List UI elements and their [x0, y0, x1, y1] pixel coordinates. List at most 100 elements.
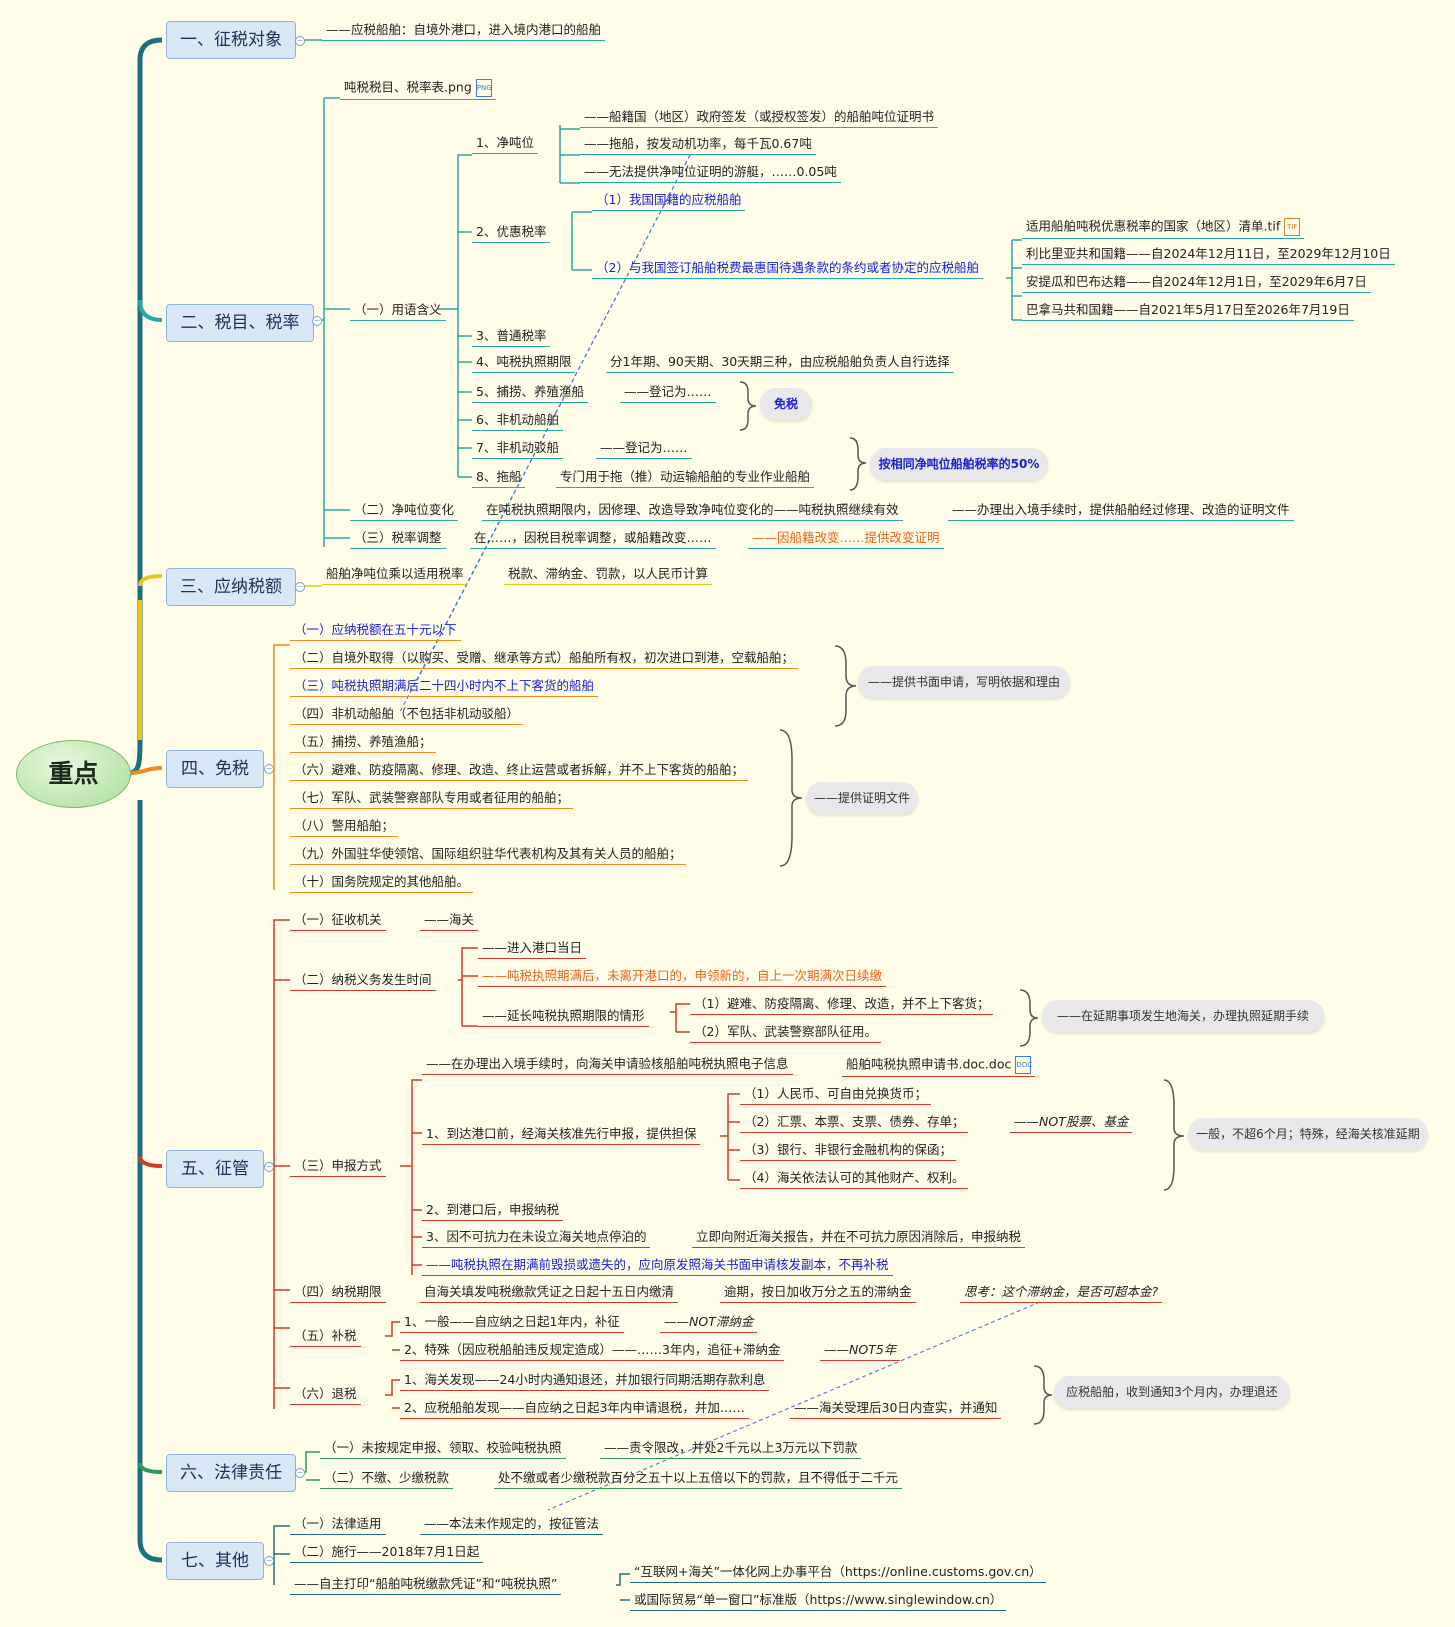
collapse-toggle-icon[interactable]: − — [295, 1468, 305, 1478]
refund-vessel-found[interactable]: 2、应税船舶发现——自应纳之日起3年内申请退税，并加…… — [400, 1398, 749, 1419]
guarantee-cash: （1）人民币、可自由兑换货币； — [740, 1084, 931, 1105]
collection-authority-customs: ——海关 — [420, 910, 479, 931]
guarantee-bank-letter: （3）银行、非银行金融机构的保函； — [740, 1140, 956, 1161]
written-application-bubble: ——提供书面申请，写明依据和理由 — [858, 666, 1070, 698]
supplementary-special[interactable]: 2、特殊（因应税船舶违反规定造成）——……3年内，追征+滞纳金 — [400, 1340, 785, 1361]
net-tonnage-change-rule[interactable]: 在吨税执照期限内，因修理、改造导致净吨位变化的——吨税执照继续有效 — [482, 500, 903, 521]
tax-refund[interactable]: （六）退税 — [290, 1384, 361, 1405]
image-file-icon: PNG — [475, 79, 492, 97]
non-motor-barge[interactable]: 7、非机动驳船 — [472, 438, 563, 459]
collapse-toggle-icon[interactable]: − — [264, 1556, 274, 1566]
single-window-platform: 或国际贸易“单一窗口”标准版（https://www.singlewindow.… — [630, 1590, 1007, 1611]
antigua-validity: 安提瓜和巴布达籍——自2024年12月1日，至2029年6月7日 — [1022, 272, 1371, 293]
exemption-9: （九）外国驻华使领馆、国际组织驻华代表机构及其有关人员的船舶； — [290, 844, 686, 865]
net-tonnage-certificate: ——船籍国（地区）政府签发（或授权签发）的船舶吨位证明书 — [580, 107, 939, 128]
preferential-rate-domestic: （1）我国国籍的应税船舶 — [592, 190, 746, 211]
net-tonnage-change[interactable]: （二）净吨位变化 — [350, 500, 459, 521]
exemption-10: （十）国务院规定的其他船舶。 — [290, 872, 474, 893]
exempt-bubble: 免税 — [760, 388, 812, 420]
liberia-validity: 利比里亚共和国籍——自2024年12月11日，至2029年12月10日 — [1022, 244, 1395, 265]
declaration-before-arrival[interactable]: 1、到达港口前，经海关核准先行申报，提供担保 — [422, 1124, 701, 1145]
root-topic[interactable]: 重点 — [16, 740, 131, 808]
exemption-3: （三）吨税执照期满后二十四小时内不上下客货的船舶 — [290, 676, 599, 697]
collapse-toggle-icon[interactable]: − — [264, 764, 274, 774]
declaration-force-majeure[interactable]: 3、因不可抗力在未设立海关地点停泊的 — [422, 1227, 651, 1248]
net-tonnage-change-proof: ——办理出入境手续时，提供船舶经过修理、改造的证明文件 — [948, 500, 1294, 521]
supplementary-tax[interactable]: （五）补税 — [290, 1326, 361, 1347]
collection-authority[interactable]: （一）征收机关 — [290, 910, 386, 931]
exemption-8: （八）警用船舶； — [290, 816, 399, 837]
rate-table-label: 吨税税目、税率表.png — [344, 79, 472, 95]
tif-file-icon: TIF — [1284, 218, 1301, 236]
net-tonnage-tug: ——拖船，按发动机功率，每千瓦0.67吨 — [580, 134, 816, 155]
liability-license-violation[interactable]: （一）未按规定申报、领取、校验吨税执照 — [320, 1438, 566, 1459]
net-tonnage[interactable]: 1、净吨位 — [472, 133, 538, 154]
rate-adjustment[interactable]: （三）税率调整 — [350, 528, 446, 549]
panama-validity: 巴拿马共和国籍——自2021年5月17日至2026年7月19日 — [1022, 300, 1354, 321]
exemption-5: （五）捕捞、养殖渔船； — [290, 732, 436, 753]
country-list-label: 适用船舶吨税优惠税率的国家（地区）清单.tif — [1026, 218, 1281, 234]
main-topic-tax-payable[interactable]: 三、应纳税额 — [166, 568, 296, 606]
declaration-electronic-check[interactable]: ——在办理出入境手续时，向海关申请验核船舶吨税执照电子信息 — [422, 1054, 793, 1075]
collapse-toggle-icon[interactable]: − — [264, 1162, 274, 1172]
exemption-1: （一）应纳税额在五十元以下 — [290, 620, 461, 641]
effective-date: （二）施行——2018年7月1日起 — [290, 1542, 484, 1563]
liability-unpaid-tax[interactable]: （二）不缴、少缴税款 — [320, 1468, 454, 1489]
taxable-vessel-definition: ——应税船舶：自境外港口，进入境内港口的船舶 — [322, 20, 606, 41]
application-form-label: 船舶吨税执照申请书.doc.doc — [846, 1056, 1012, 1072]
preferential-rate-treaty[interactable]: （2）与我国签订船舶税费最惠国待遇条款的条约或者协定的应税船舶 — [592, 258, 983, 279]
declaration-method[interactable]: （三）申报方式 — [290, 1156, 386, 1177]
payable-formula[interactable]: 船舶净吨位乘以适用税率 — [322, 564, 468, 585]
liability-license-fine: ——责令限改，并处2千元以上3万元以下罚款 — [600, 1438, 862, 1459]
late-fee[interactable]: 逾期，按日加收万分之五的滞纳金 — [720, 1282, 916, 1303]
net-tonnage-yacht: ——无法提供净吨位证明的游艇，……0.05吨 — [580, 162, 841, 183]
doc-file-icon: DOC — [1015, 1056, 1032, 1074]
self-print-receipt[interactable]: ——自主打印“船舶吨税缴款凭证”和“吨税执照” — [290, 1574, 562, 1595]
license-term-options: 分1年期、90天期、30天期三种，由应税船舶负责人自行选择 — [606, 352, 954, 373]
main-topic-legal-liability[interactable]: 六、法律责任 — [166, 1454, 296, 1492]
main-topic-tax-items-rates[interactable]: 二、税目、税率 — [166, 304, 314, 342]
half-rate-bubble: 按相同净吨位船舶税率的50% — [870, 448, 1048, 480]
main-topic-tax-object[interactable]: 一、征税对象 — [166, 21, 296, 59]
force-majeure-report: 立即向附近海关报告，并在不可抗力原因消除后，申报纳税 — [692, 1227, 1026, 1248]
term-definitions[interactable]: （一）用语含义 — [350, 300, 446, 321]
supplementary-general[interactable]: 1、一般——自应纳之日起1年内，补征 — [400, 1312, 624, 1333]
main-topic-others[interactable]: 七、其他 — [166, 1542, 264, 1580]
main-topic-tax-exemption[interactable]: 四、免税 — [166, 750, 264, 788]
exemption-4: （四）非机动船舶（不包括非机动驳船） — [290, 704, 524, 725]
liability-unpaid-fine: 处不缴或者少缴税款百分之五十以上五倍以下的罚款，且不得低于二千元 — [494, 1468, 903, 1489]
payable-currency: 税款、滞纳金、罚款，以人民币计算 — [504, 564, 713, 585]
main-topic-collection[interactable]: 五、征管 — [166, 1150, 264, 1188]
collapse-toggle-icon[interactable]: − — [312, 316, 322, 326]
payment-deadline-15-days[interactable]: 自海关填发吨税缴款凭证之日起十五日内缴清 — [420, 1282, 679, 1303]
tug-boat[interactable]: 8、拖船 — [472, 467, 526, 488]
collapse-toggle-icon[interactable]: − — [295, 582, 305, 592]
collapse-toggle-icon[interactable]: − — [295, 36, 305, 46]
extension-bubble: ——在延期事项发生地海关，办理执照延期手续 — [1042, 1000, 1324, 1032]
general-rate: 3、普通税率 — [472, 326, 551, 347]
exemption-7: （七）军队、武装警察部队专用或者征用的船舶； — [290, 788, 574, 809]
guarantee-bills[interactable]: （2）汇票、本票、支票、债券、存单； — [740, 1112, 969, 1133]
tax-obligation-time[interactable]: （二）纳税义务发生时间 — [290, 970, 436, 991]
obligation-time-entry: ——进入港口当日 — [478, 938, 587, 959]
exemption-6: （六）避难、防疫隔离、修理、改造、终止运营或者拆解，并不上下客货的船舶； — [290, 760, 749, 781]
obligation-time-extension[interactable]: ——延长吨税执照期限的情形 — [478, 1006, 649, 1027]
guarantee-not-stocks: ——NOT股票、基金 — [1010, 1112, 1133, 1133]
extension-case-1: （1）避难、防疫隔离、修理、改造，并不上下客货； — [690, 994, 994, 1015]
payment-deadline[interactable]: （四）纳税期限 — [290, 1282, 386, 1303]
fishing-vessel-registered: ——登记为…… — [620, 382, 716, 403]
rate-adjustment-rule[interactable]: 在……，因税目税率调整，或船籍改变…… — [470, 528, 716, 549]
law-applicable[interactable]: （一）法律适用 — [290, 1514, 386, 1535]
rate-adjustment-proof: ——因船籍改变……提供改变证明 — [748, 528, 944, 549]
exemption-2: （二）自境外取得（以购买、受赠、继承等方式）船舶所有权，初次进口到港，空载船舶； — [290, 648, 799, 669]
obligation-time-renew: ——吨税执照期满后，未离开港口的，申领新的，自上一次期满次日续缴 — [478, 966, 887, 987]
fishing-vessel[interactable]: 5、捕捞、养殖渔船 — [472, 382, 588, 403]
extension-case-2: （2）军队、武装警察部队征用。 — [690, 1022, 881, 1043]
license-term[interactable]: 4、吨税执照期限 — [472, 352, 576, 373]
non-motor-barge-registered: ——登记为…… — [596, 438, 692, 459]
refund-bubble: 应税船舶，收到通知3个月内，办理退还 — [1054, 1376, 1290, 1408]
preferential-rate[interactable]: 2、优惠税率 — [472, 222, 551, 243]
